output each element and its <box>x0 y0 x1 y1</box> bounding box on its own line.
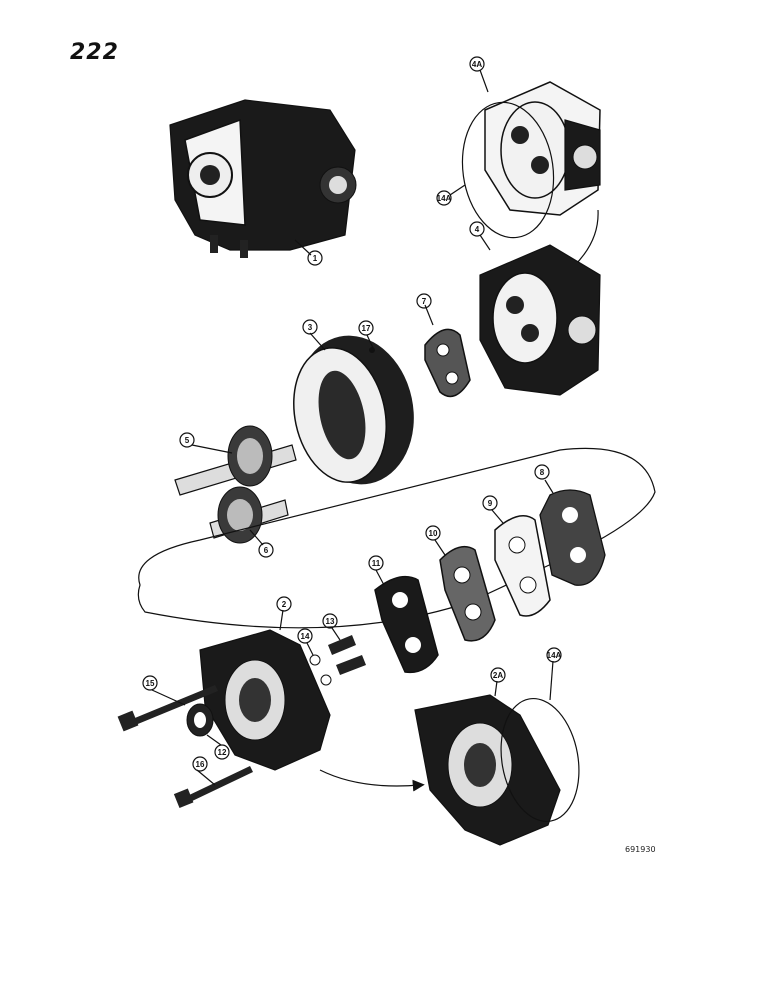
callout-13: 13 <box>322 613 338 629</box>
gasket-8 <box>539 489 606 586</box>
svg-text:11: 11 <box>372 559 381 568</box>
svg-text:14A: 14A <box>547 651 562 660</box>
callout-4a: 4A <box>469 56 485 72</box>
svg-text:8: 8 <box>540 468 545 477</box>
callout-7: 7 <box>416 293 432 309</box>
assembled-pump <box>169 99 357 258</box>
svg-text:4A: 4A <box>472 60 482 69</box>
callout-12: 12 <box>214 744 230 760</box>
svg-text:1: 1 <box>313 254 318 263</box>
bolt-16 <box>173 766 253 809</box>
o-ring-14a-top <box>461 101 555 239</box>
page-number: 222 <box>70 40 119 65</box>
mounting-flange-2a <box>414 694 561 846</box>
svg-text:2: 2 <box>282 600 287 609</box>
kit-grouping-line <box>137 447 656 629</box>
svg-text:14A: 14A <box>437 194 452 203</box>
bolt-15 <box>117 685 218 732</box>
callout-15: 15 <box>142 675 158 691</box>
drive-gear-5 <box>174 425 297 496</box>
seal-plate-11 <box>374 575 439 674</box>
gasket-7 <box>424 328 471 398</box>
svg-text:13: 13 <box>326 617 335 626</box>
body-4 <box>479 244 601 396</box>
callout-14: 14 <box>297 628 313 644</box>
svg-text:17: 17 <box>362 324 371 333</box>
svg-text:15: 15 <box>146 679 155 688</box>
callout-16: 16 <box>192 756 208 772</box>
assembly-arrow-bottom <box>319 769 425 792</box>
svg-text:2A: 2A <box>493 671 503 680</box>
callout-5: 5 <box>179 432 195 448</box>
figure-code: 691930 <box>625 845 656 854</box>
callout-2: 2 <box>276 596 292 612</box>
svg-text:9: 9 <box>488 499 493 508</box>
callout-2a: 2A <box>490 667 506 683</box>
callout-6: 6 <box>258 542 274 558</box>
gear-housing-3 <box>293 335 414 485</box>
callout-14a-top: 14A <box>436 190 452 206</box>
leader-lines <box>151 69 554 786</box>
callout-9: 9 <box>482 495 498 511</box>
svg-text:16: 16 <box>196 760 205 769</box>
gasket-10 <box>439 545 496 642</box>
callout-4: 4 <box>469 221 485 237</box>
springs-13 <box>328 635 366 675</box>
svg-text:6: 6 <box>264 546 269 555</box>
wear-plate-9 <box>494 515 551 617</box>
callout-8: 8 <box>534 464 550 480</box>
callout-3: 3 <box>302 319 318 335</box>
svg-text:4: 4 <box>475 225 480 234</box>
svg-text:3: 3 <box>308 323 313 332</box>
cover-4a <box>484 81 601 216</box>
callout-17: 17 <box>358 320 374 336</box>
svg-text:7: 7 <box>422 297 427 306</box>
callout-14a-bottom: 14A <box>546 647 562 663</box>
svg-text:10: 10 <box>429 529 438 538</box>
callout-1: 1 <box>307 250 323 266</box>
o-ring-14a-bottom <box>500 697 580 823</box>
driven-gear-6 <box>209 486 289 544</box>
callout-10: 10 <box>425 525 441 541</box>
balls-14 <box>309 654 332 686</box>
svg-text:14: 14 <box>301 632 310 641</box>
mounting-flange-2 <box>199 629 331 771</box>
svg-text:12: 12 <box>218 748 227 757</box>
callout-11: 11 <box>368 555 384 571</box>
svg-text:5: 5 <box>185 436 190 445</box>
